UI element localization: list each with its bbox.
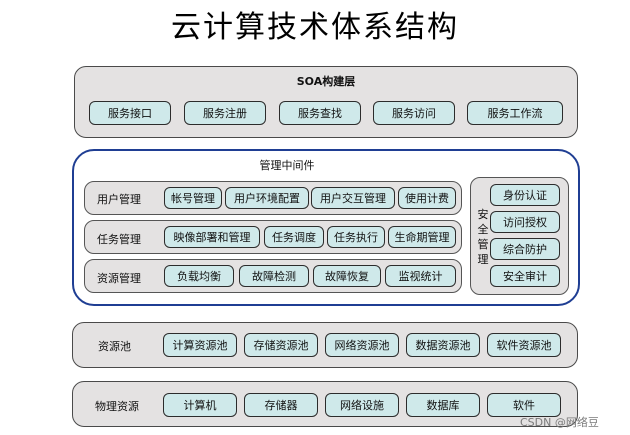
user-mgmt-label: 用户管理 xyxy=(97,193,141,206)
resource-mgmt-label: 资源管理 xyxy=(97,272,141,285)
task-mgmt-label: 任务管理 xyxy=(97,233,141,246)
soa-item: 服务查找 xyxy=(279,101,361,125)
physical-resource-item: 存储器 xyxy=(244,393,318,417)
resource-mgmt-item: 监视统计 xyxy=(385,265,456,287)
resource-pool-label: 资源池 xyxy=(98,340,131,353)
user-mgmt-item: 用户交互管理 xyxy=(311,187,395,209)
task-mgmt-item: 任务调度 xyxy=(264,226,324,248)
middleware-label: 管理中间件 xyxy=(259,159,315,172)
security-mgmt-label: 安全管理 xyxy=(477,208,489,266)
soa-item: 服务工作流 xyxy=(467,101,563,125)
physical-resource-item: 数据库 xyxy=(406,393,480,417)
resource-pool-item: 计算资源池 xyxy=(163,333,237,357)
physical-resource-item: 软件 xyxy=(487,393,561,417)
soa-item: 服务访问 xyxy=(373,101,455,125)
security-item: 访问授权 xyxy=(490,211,560,233)
resource-pool-item: 软件资源池 xyxy=(487,333,561,357)
task-mgmt-item: 任务执行 xyxy=(327,226,385,248)
soa-item: 服务注册 xyxy=(184,101,266,125)
resource-mgmt-item: 负载均衡 xyxy=(164,265,234,287)
user-mgmt-item: 用户环境配置 xyxy=(225,187,309,209)
watermark: CSDN @网络豆 xyxy=(520,416,599,429)
security-item: 综合防护 xyxy=(490,238,560,260)
soa-item: 服务接口 xyxy=(89,101,171,125)
user-mgmt-item: 帐号管理 xyxy=(164,187,222,209)
resource-pool-item: 网络资源池 xyxy=(325,333,399,357)
soa-layer-label: SOA构建层 xyxy=(296,75,356,88)
security-item: 安全审计 xyxy=(490,265,560,287)
resource-mgmt-item: 故障恢复 xyxy=(313,265,381,287)
task-mgmt-item: 映像部署和管理 xyxy=(164,226,260,248)
security-item: 身份认证 xyxy=(490,184,560,206)
user-mgmt-item: 使用计费 xyxy=(398,187,456,209)
resource-mgmt-item: 故障检测 xyxy=(239,265,309,287)
physical-resource-item: 计算机 xyxy=(163,393,237,417)
physical-resource-label: 物理资源 xyxy=(95,400,139,413)
diagram-title: 云计算技术体系结构 xyxy=(171,10,459,45)
physical-resource-item: 网络设施 xyxy=(325,393,399,417)
resource-pool-item: 存储资源池 xyxy=(244,333,318,357)
resource-pool-item: 数据资源池 xyxy=(406,333,480,357)
task-mgmt-item: 生命期管理 xyxy=(388,226,456,248)
